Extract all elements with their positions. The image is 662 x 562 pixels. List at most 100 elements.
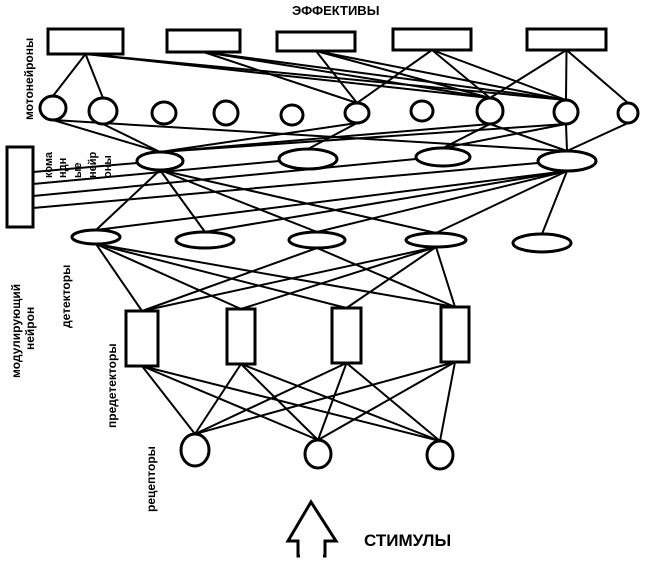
edge-receptor-predetector xyxy=(141,365,319,441)
edge-command-motoneuron xyxy=(565,123,568,152)
detector-node xyxy=(70,228,122,246)
predetector-node xyxy=(124,309,160,368)
command-neuron-node xyxy=(135,150,185,172)
edge-predetector-detector xyxy=(95,243,347,309)
command-label-line-1: кома xyxy=(43,151,55,178)
edge-receptor-predetector xyxy=(194,361,456,435)
edge-detector-command xyxy=(159,169,206,233)
motoneurons-label: мотонейроны xyxy=(22,38,36,120)
arrow-stem-gap xyxy=(300,543,323,562)
edge-predetector-detector xyxy=(240,246,437,310)
motoneuron-node xyxy=(87,96,119,126)
edge-detector-command xyxy=(435,170,568,234)
edge-effector-motoneuron xyxy=(431,49,567,101)
edge-effector-motoneuron xyxy=(52,53,87,97)
motoneuron-node xyxy=(409,99,435,123)
motoneuron-node xyxy=(552,98,580,126)
edge-predetector-detector xyxy=(95,243,143,312)
effectors-title: ЭФФЕКТИВЫ xyxy=(292,3,379,18)
edge-receptor-predetector xyxy=(240,363,319,441)
edge-command-motoneuron xyxy=(489,123,568,152)
edge-receptor-predetector xyxy=(141,365,196,435)
predetector-node xyxy=(225,307,257,366)
edge-receptor-predetector xyxy=(141,365,441,442)
detector-node xyxy=(287,230,347,250)
modulating-neuron-label: модулирующий нейрон xyxy=(9,284,37,378)
connections-layer xyxy=(32,49,629,442)
command-neuron-node xyxy=(536,149,598,173)
edge-modulator-command xyxy=(32,158,417,197)
motoneuron-node xyxy=(616,101,640,125)
receptor-node xyxy=(303,438,333,470)
edge-receptor-predetector xyxy=(317,361,456,441)
edge-effector-motoneuron xyxy=(489,49,568,99)
command-label-line-2: ндн xyxy=(57,158,69,178)
motoneuron-node xyxy=(279,103,305,127)
edge-effector-motoneuron xyxy=(203,51,358,104)
edge-modulator-command xyxy=(32,162,138,173)
command-neurons-label: кома ндн ые нейр оны xyxy=(43,151,114,178)
edge-modulator-command xyxy=(32,162,539,209)
detector-node xyxy=(404,231,468,249)
modulating-neuron-node xyxy=(5,145,35,229)
nodes-layer xyxy=(5,27,640,471)
edge-detector-command xyxy=(316,170,568,233)
edge-receptor-predetector xyxy=(240,363,441,442)
detector-node xyxy=(174,230,236,250)
edge-effector-motoneuron xyxy=(203,51,567,101)
edge-command-motoneuron xyxy=(52,119,568,152)
edge-effector-motoneuron xyxy=(431,49,491,99)
edge-effector-motoneuron xyxy=(315,50,567,101)
edge-predetector-detector xyxy=(316,247,456,308)
command-label-line-4: нейр xyxy=(87,151,99,178)
edge-predetector-detector xyxy=(141,247,318,312)
edge-detector-command xyxy=(204,170,568,233)
command-neuron-node xyxy=(414,146,472,168)
edge-command-motoneuron xyxy=(159,122,358,153)
motoneuron-node xyxy=(475,96,505,126)
command-neuron-node xyxy=(277,147,339,171)
edge-modulator-command xyxy=(32,160,280,185)
edge-effector-motoneuron xyxy=(85,53,567,101)
motoneuron-node xyxy=(150,100,178,126)
edge-receptor-predetector xyxy=(439,361,456,442)
predetector-node xyxy=(439,305,471,364)
command-label-line-3: ые xyxy=(72,162,84,178)
edge-predetector-detector xyxy=(345,246,437,309)
edge-command-motoneuron xyxy=(102,123,161,153)
edge-effector-motoneuron xyxy=(315,50,358,104)
effector-node xyxy=(46,27,125,56)
motoneuron-node xyxy=(343,101,371,125)
motoneuron-node xyxy=(212,99,240,127)
effector-node xyxy=(275,30,357,53)
edge-effector-motoneuron xyxy=(315,50,491,99)
edge-effector-motoneuron xyxy=(203,51,491,99)
edge-receptor-predetector xyxy=(345,362,441,442)
edge-predetector-detector xyxy=(95,243,456,308)
edge-effector-motoneuron xyxy=(565,49,568,101)
detectors-label: детекторы xyxy=(59,265,73,328)
edge-detector-command xyxy=(541,170,568,235)
edge-effector-motoneuron xyxy=(565,49,629,104)
edge-effector-motoneuron xyxy=(356,49,433,104)
receptor-node xyxy=(425,439,455,471)
receptors-label: рецепторы xyxy=(144,446,158,512)
modulating-label-line-1: модулирующий xyxy=(9,284,23,378)
edge-command-motoneuron xyxy=(566,122,629,152)
motoneuron-node xyxy=(38,94,68,122)
edge-predetector-detector xyxy=(435,246,456,308)
command-label-line-5: оны xyxy=(102,155,114,178)
edge-detector-command xyxy=(95,170,568,231)
edge-predetector-detector xyxy=(141,246,437,312)
edge-detector-command xyxy=(159,169,437,234)
predetectors-label: предетекторы xyxy=(105,343,119,428)
effector-node xyxy=(165,28,242,54)
effector-node xyxy=(391,27,473,52)
detector-node xyxy=(511,232,573,254)
edge-effector-motoneuron xyxy=(84,53,104,99)
edge-command-motoneuron xyxy=(52,119,161,153)
predetector-node xyxy=(330,306,363,365)
effector-node xyxy=(525,27,608,52)
edge-receptor-predetector xyxy=(317,362,348,441)
